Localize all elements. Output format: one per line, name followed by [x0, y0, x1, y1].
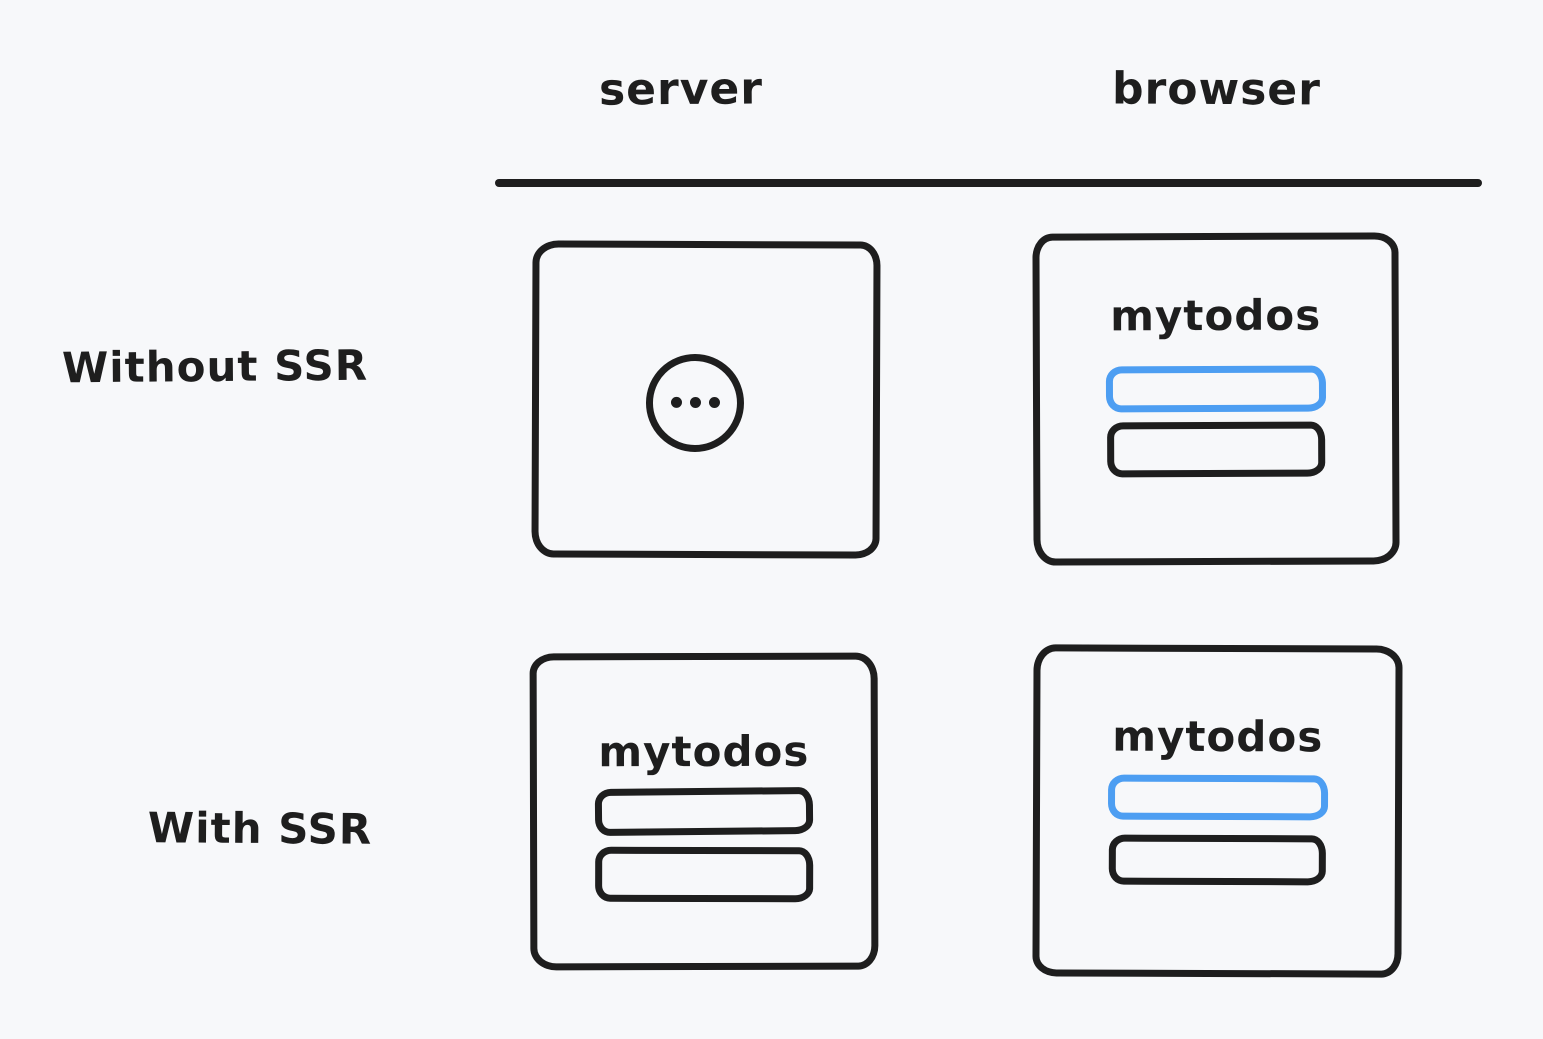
card-with-ssr-server: mytodos — [529, 652, 879, 971]
card-without-ssr-browser: mytodos — [1032, 232, 1400, 566]
ellipsis-dot — [670, 396, 682, 408]
ellipsis-dot — [708, 397, 720, 409]
column-header-server: server — [598, 63, 764, 116]
card-without-ssr-server — [531, 240, 881, 559]
app-title: mytodos — [598, 726, 810, 777]
todo-item — [1108, 834, 1326, 886]
app-title: mytodos — [1110, 290, 1322, 341]
app-title: mytodos — [1112, 711, 1324, 762]
ellipsis-dot — [689, 396, 701, 408]
header-divider-line — [495, 179, 1482, 187]
todo-item — [594, 786, 814, 837]
card-with-ssr-browser: mytodos — [1032, 644, 1403, 978]
ellipsis-loading-icon — [645, 353, 745, 452]
todo-item-highlighted — [1105, 365, 1327, 413]
todo-item-highlighted — [1107, 774, 1328, 821]
row-label-with-ssr: With SSR — [147, 803, 373, 854]
column-header-browser: browser — [1111, 63, 1322, 116]
todo-item — [595, 846, 814, 903]
todo-item — [1107, 421, 1326, 478]
row-label-without-ssr: Without SSR — [61, 340, 369, 393]
